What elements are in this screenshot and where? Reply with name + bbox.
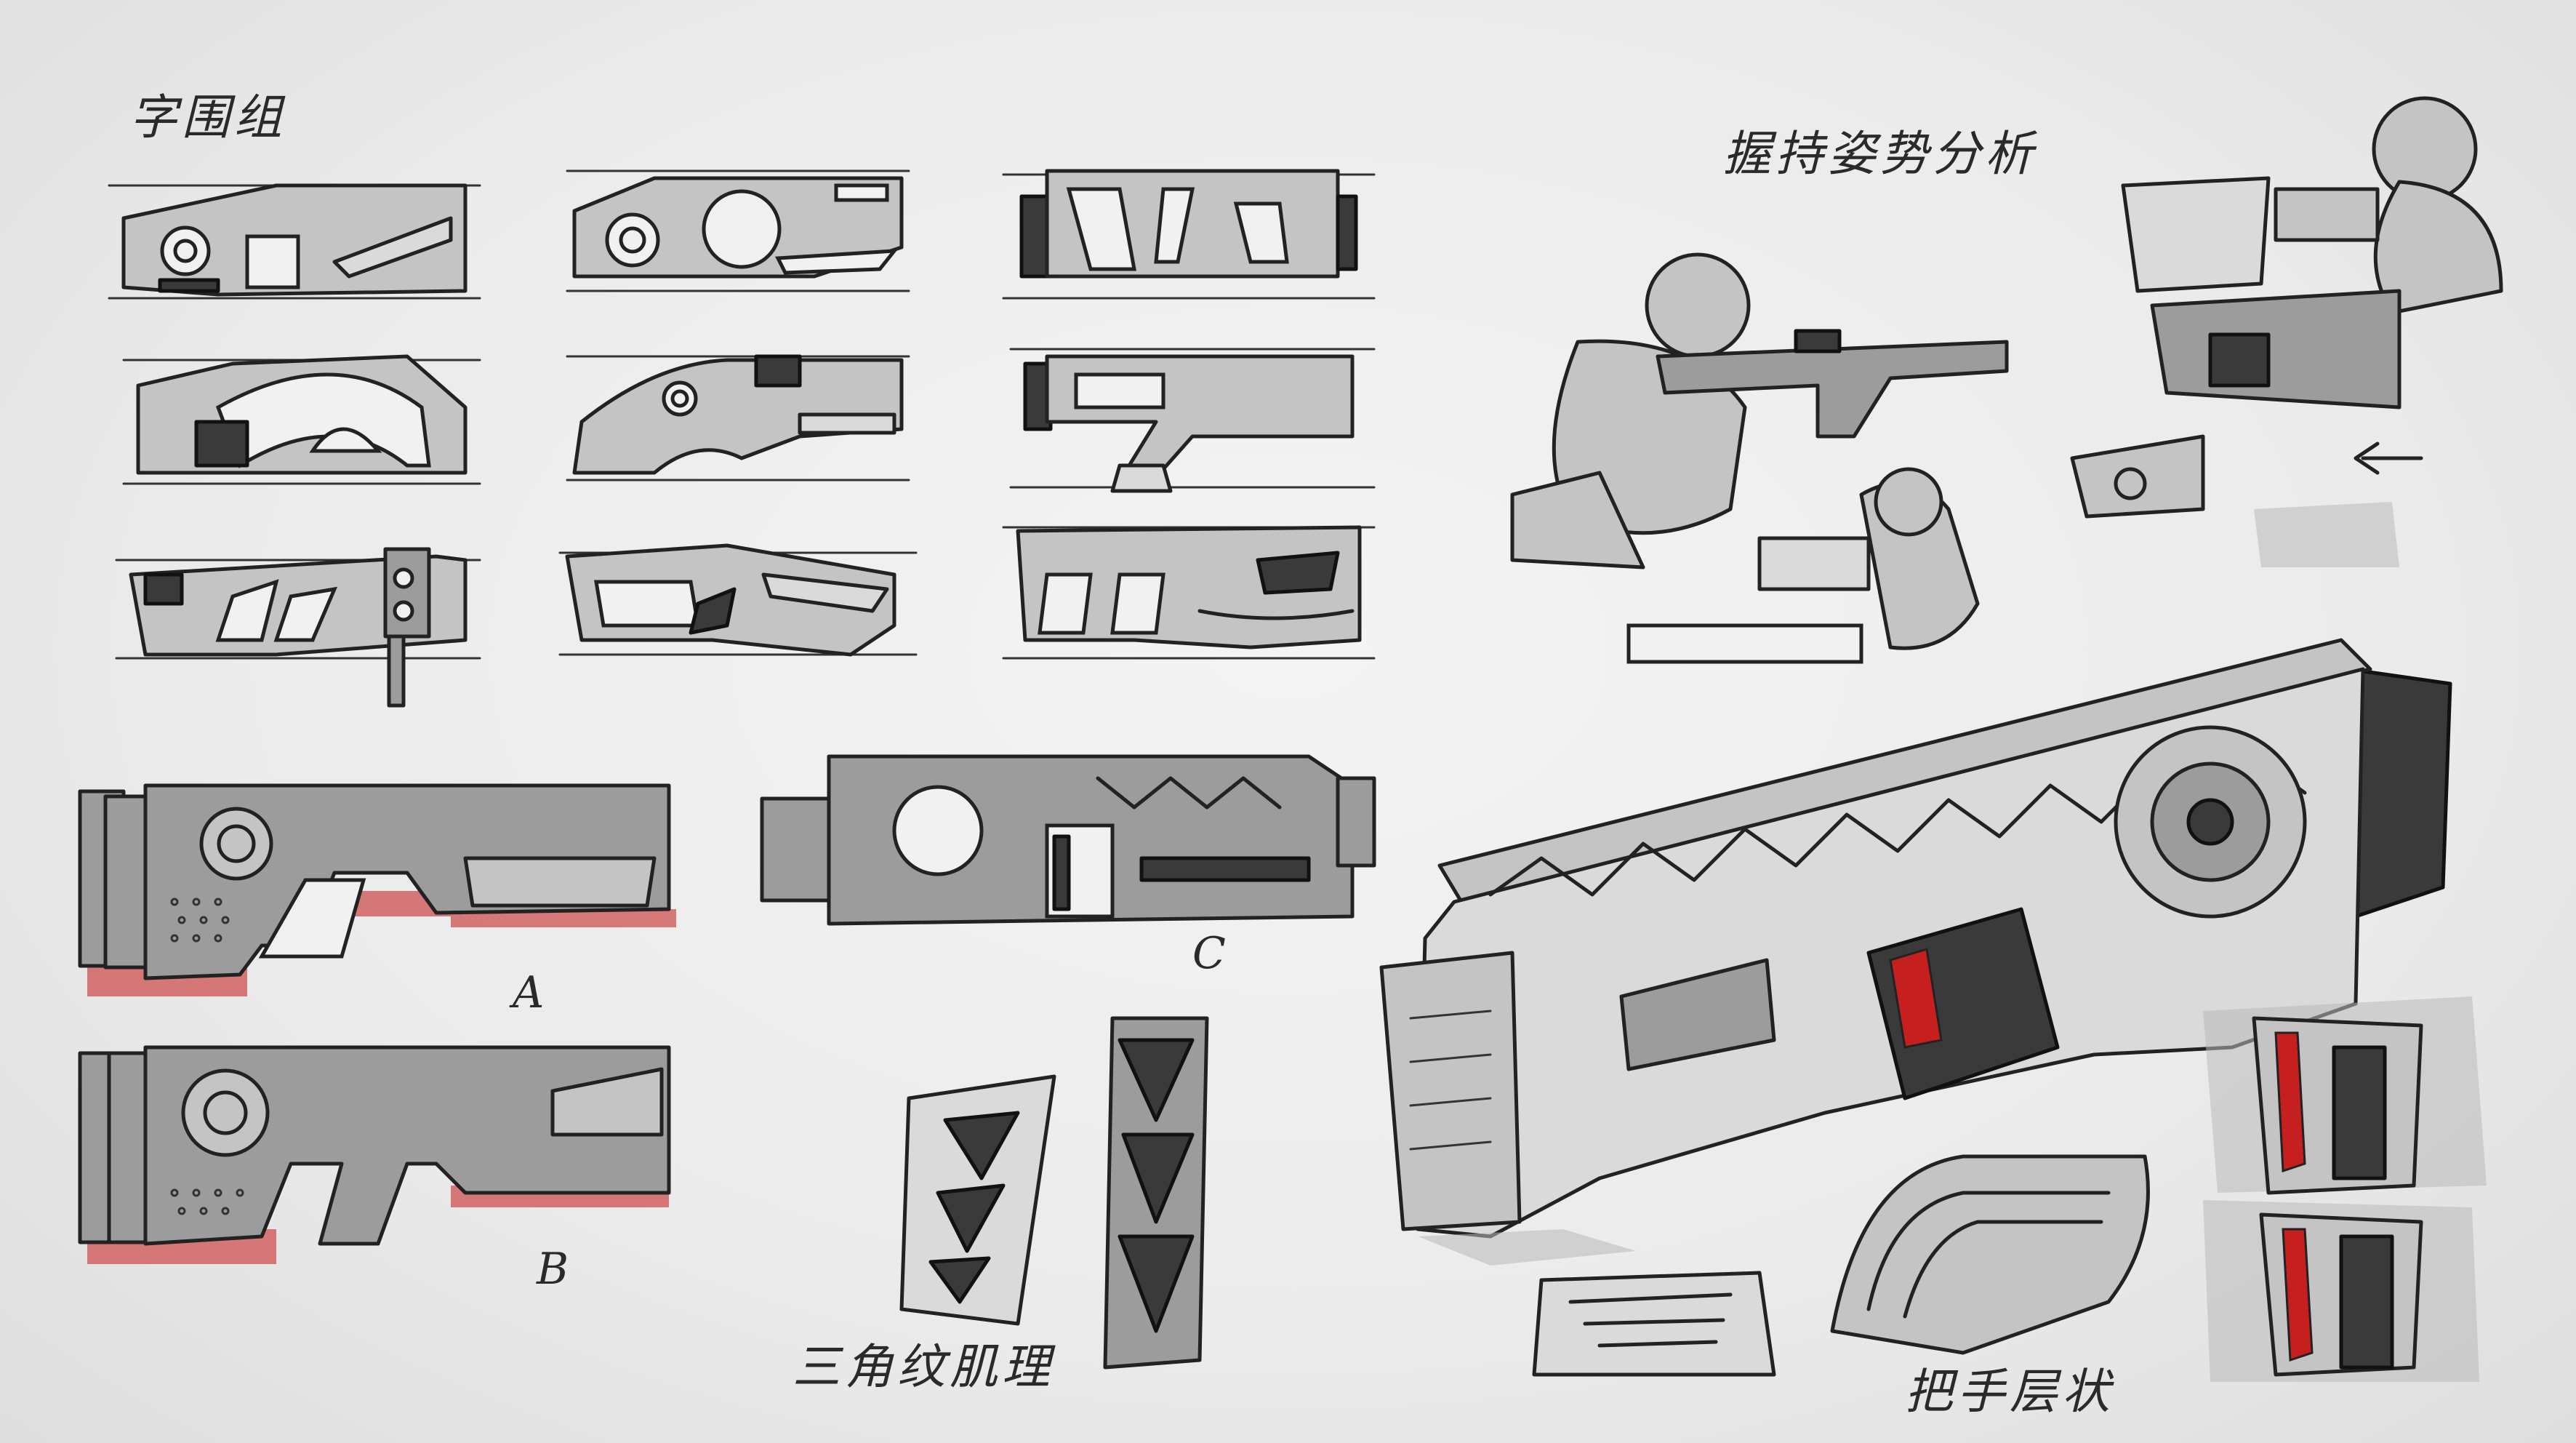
grip-layered-sketch: [1532, 1154, 2150, 1377]
label-grip-layered: 把手层状: [1905, 1364, 2114, 1420]
label-variant-a: A: [513, 967, 549, 1018]
thumbnail-sketch-1: [108, 183, 481, 300]
variant-c-sketch: [760, 754, 1376, 926]
grip-red-detail-top: [2203, 996, 2487, 1195]
label-outline-group: 字围组: [129, 89, 286, 145]
thumbnail-sketch-8: [558, 543, 918, 657]
operator-terminal-sketch: [2070, 96, 2503, 567]
main-weapon-render: [1379, 638, 2452, 1266]
variant-b-sketch: [78, 1045, 671, 1264]
thumbnail-sketch-7: [115, 547, 481, 708]
thumbnail-sketch-6: [1009, 348, 1376, 493]
label-variant-c: C: [1192, 928, 1230, 979]
thumbnail-sketch-9: [1002, 525, 1376, 660]
variant-a-sketch: [78, 783, 676, 996]
grip-red-detail-bottom: [2203, 1200, 2479, 1382]
triangle-texture-sketch: [899, 1016, 1209, 1370]
thumbnail-sketch-2: [566, 169, 910, 292]
soldier-figure-sketch: [1510, 252, 2009, 664]
label-grip-analysis: 握持姿势分析: [1723, 126, 2037, 182]
label-triangle-texture: 三角纹肌理: [793, 1339, 1054, 1395]
thumbnail-sketch-5: [566, 354, 910, 481]
label-variant-b: B: [537, 1244, 574, 1295]
thumbnail-sketch-3: [1002, 169, 1376, 300]
thumbnail-sketch-4: [122, 354, 481, 485]
